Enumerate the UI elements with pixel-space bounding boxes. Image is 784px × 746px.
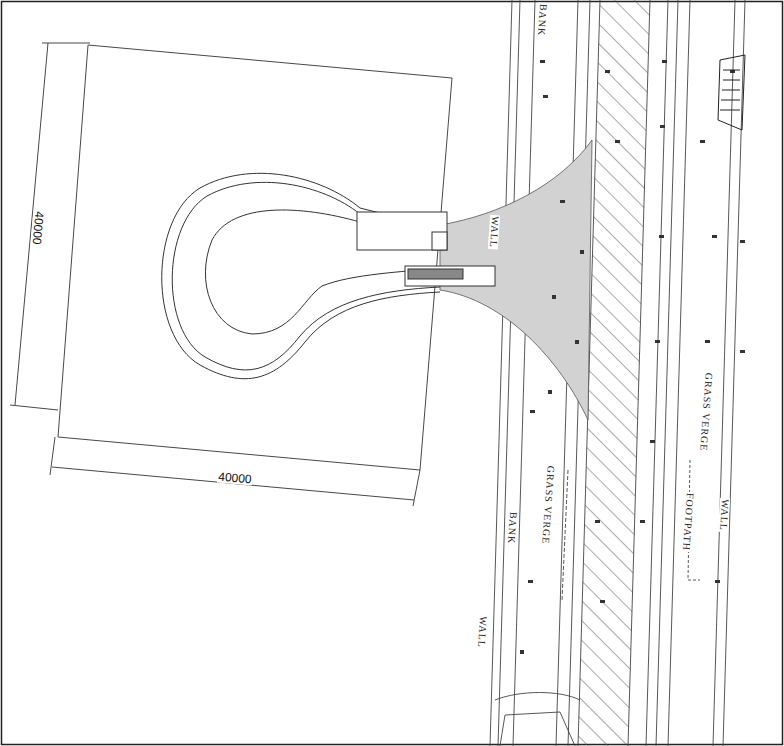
feature-label: FOOTPATH — [681, 492, 695, 553]
dimension-label: 40000 — [217, 470, 253, 485]
vehicle-symbols — [357, 212, 495, 286]
building-hatch — [718, 55, 745, 130]
turning-head — [162, 173, 440, 378]
feature-label: WALL — [488, 215, 500, 249]
feature-label: GRASS VERGE — [698, 371, 714, 452]
road-lines — [490, 0, 745, 746]
feature-label: WALL — [718, 498, 730, 532]
survey-marks — [520, 60, 745, 654]
feature-label: BANK — [536, 3, 548, 38]
feature-label: BANK — [506, 511, 518, 546]
feature-label: WALL — [476, 615, 488, 649]
dimension-label: 40000 — [30, 210, 45, 246]
feature-label: GRASS VERGE — [540, 464, 556, 545]
site-boundary — [58, 45, 452, 470]
dimension-lines — [10, 43, 420, 506]
